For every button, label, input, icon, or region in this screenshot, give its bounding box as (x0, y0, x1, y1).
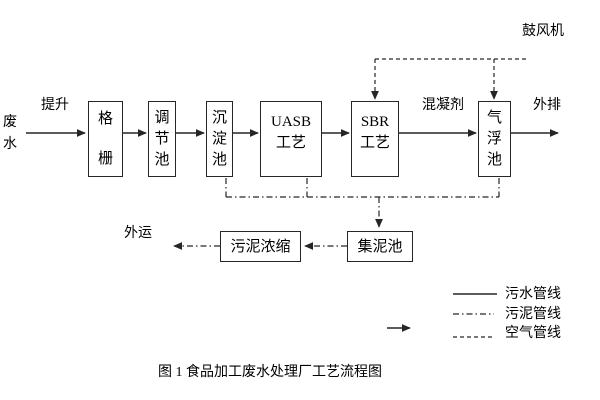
unit-box-sludge-collection-tank: 集泥池 (347, 231, 413, 262)
coagulant-label: 混凝剂 (422, 98, 464, 113)
lift-label: 提升 (41, 98, 69, 113)
unit-label-sludge-thickening: 污泥浓缩 (230, 238, 291, 255)
effluent-label: 外排 (533, 98, 561, 113)
blower-label: 鼓风机 (522, 24, 564, 39)
unit-box-sedimentation-tank: 沉淀池 (206, 101, 233, 177)
unit-label-sludge-collection-tank: 集泥池 (357, 238, 403, 255)
unit-box-screen: 格栅 (88, 101, 123, 177)
legend-label-air-line: 空气管线 (505, 326, 561, 341)
haul-away-label: 外运 (124, 226, 152, 241)
unit-box-sbr: SBR 工艺 (351, 101, 399, 177)
unit-label-air-flotation-tank: 气浮池 (486, 109, 502, 168)
unit-label-sbr: SBR 工艺 (359, 114, 390, 151)
influent-label: 废水 (3, 115, 17, 152)
unit-label-uasb: UASB 工艺 (270, 114, 311, 151)
unit-box-equalization-tank: 调节池 (148, 101, 176, 177)
unit-box-air-flotation-tank: 气浮池 (478, 101, 511, 177)
figure-caption: 图 1 食品加工废水处理厂工艺流程图 (158, 365, 382, 380)
unit-box-sludge-thickening: 污泥浓缩 (220, 231, 301, 262)
unit-label-equalization-tank: 调节池 (154, 109, 170, 168)
legend-label-sludge-line: 污泥管线 (505, 307, 561, 322)
unit-label-screen: 格栅 (97, 111, 113, 167)
legend-label-sewage-line: 污水管线 (505, 287, 561, 302)
unit-label-sedimentation-tank: 沉淀池 (211, 109, 227, 168)
unit-box-uasb: UASB 工艺 (260, 101, 322, 177)
